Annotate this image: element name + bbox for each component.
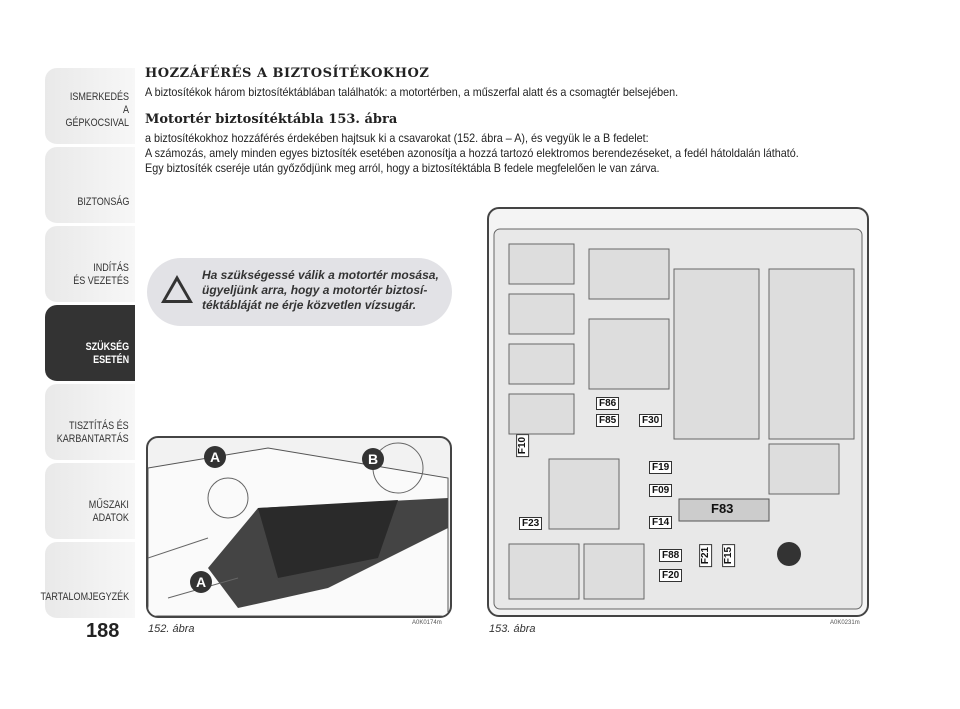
sidebar: ISMERKEDÉS A GÉPKOCSIVAL BIZTONSÁG INDÍT…: [40, 68, 135, 621]
figure-code: A0K0174m: [412, 620, 442, 626]
fuse-f14: F14: [649, 516, 673, 529]
fuse-f30: F30: [639, 414, 663, 427]
warning-icon: [161, 275, 193, 303]
tab-ismerkedes[interactable]: ISMERKEDÉS A GÉPKOCSIVAL: [45, 68, 135, 145]
label-a-badge: A: [190, 571, 212, 593]
tab-label: TARTALOMJEGYZÉK: [40, 591, 129, 603]
warning-text: Ha szükségessé válik a motortér mosása, …: [202, 268, 439, 312]
figure-153: F86 F85 F30 F10 F19 F09 F83 F14 F23 F88 …: [487, 207, 869, 617]
paragraph: A számozás, amely minden egyes biztosíté…: [145, 146, 799, 160]
intro-text: A biztosítékok három biztosítéktáblában …: [145, 85, 679, 99]
figure-code: A0K0231m: [830, 620, 860, 626]
tab-tisztitas[interactable]: TISZTÍTÁS ÉS KARBANTARTÁS: [45, 384, 135, 461]
fuse-f10: F10: [516, 433, 530, 458]
fuse-f09: F09: [649, 484, 673, 497]
figure-152: A B A: [146, 436, 452, 618]
paragraph: a biztosítékokhoz hozzáférés érdekében h…: [145, 131, 649, 145]
tab-label: INDÍTÁS ÉS VEZETÉS: [73, 262, 129, 287]
engine-bay-illustration: [148, 442, 449, 616]
tab-label: SZÜKSÉG ESETÉN: [85, 341, 129, 366]
fuse-f21: F21: [699, 543, 713, 568]
warning-box: Ha szükségessé válik a motortér mosása, …: [147, 258, 452, 326]
fusebox-illustration: [493, 228, 863, 610]
tab-szukseg[interactable]: SZÜKSÉG ESETÉN: [45, 305, 135, 382]
figure-caption: 152. ábra: [148, 623, 195, 635]
fuse-f20: F20: [659, 569, 683, 582]
fuse-f83: F83: [709, 501, 736, 516]
sub-heading: Motortér biztosítéktábla 153. ábra: [145, 112, 398, 127]
tab-inditas[interactable]: INDÍTÁS ÉS VEZETÉS: [45, 226, 135, 303]
tab-label: TISZTÍTÁS ÉS KARBANTARTÁS: [57, 420, 129, 445]
fuse-f19: F19: [649, 461, 673, 474]
fuse-f15: F15: [722, 543, 736, 568]
fuse-f23: F23: [519, 517, 543, 530]
fuse-f86: F86: [596, 397, 620, 410]
label-a-badge: A: [204, 446, 226, 468]
label-b-badge: B: [362, 448, 384, 470]
fuse-f88: F88: [659, 549, 683, 562]
page-number: 188: [86, 620, 120, 642]
tab-label: ISMERKEDÉS A GÉPKOCSIVAL: [65, 91, 129, 129]
main-content: HOZZÁFÉRÉS A BIZTOSÍTÉKOKHOZ A biztosíté…: [145, 66, 885, 176]
tab-biztonsag[interactable]: BIZTONSÁG: [45, 147, 135, 224]
fuse-f85: F85: [596, 414, 620, 427]
tab-label: BIZTONSÁG: [77, 196, 129, 208]
tab-tartalom[interactable]: TARTALOMJEGYZÉK: [40, 542, 135, 619]
tab-label: MŰSZAKI ADATOK: [88, 499, 129, 524]
paragraph: Egy biztosíték cseréje után győződjünk m…: [145, 161, 660, 175]
section-heading: HOZZÁFÉRÉS A BIZTOSÍTÉKOKHOZ: [145, 66, 430, 81]
tab-muszaki[interactable]: MŰSZAKI ADATOK: [45, 463, 135, 540]
figure-caption: 153. ábra: [489, 623, 536, 635]
